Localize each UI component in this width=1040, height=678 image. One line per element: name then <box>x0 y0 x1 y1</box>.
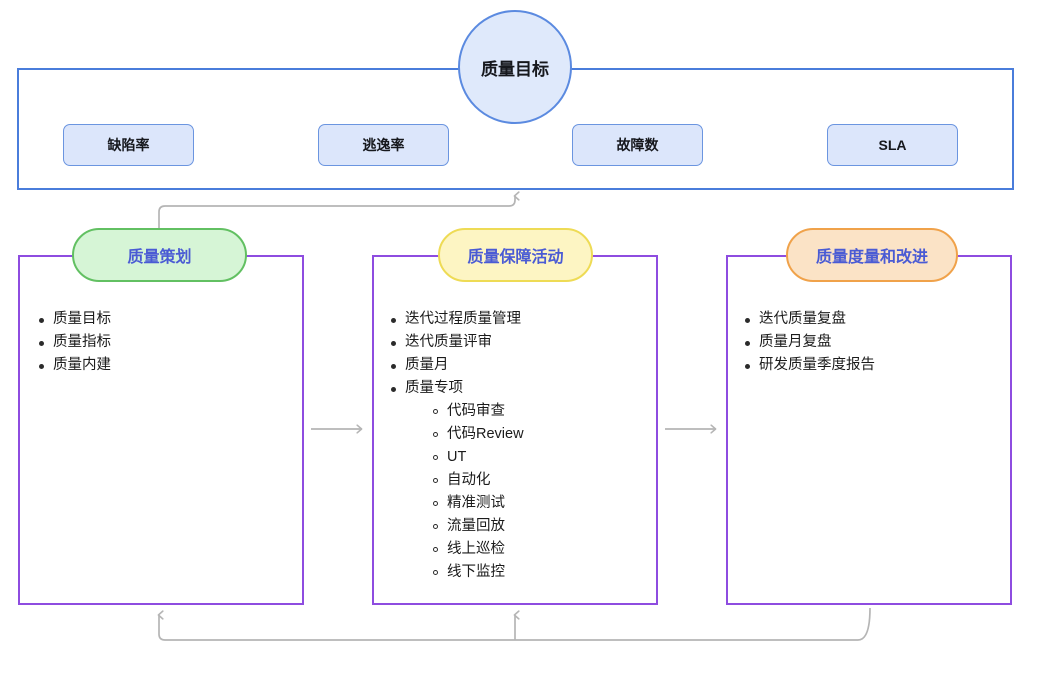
list-item[interactable]: 迭代质量评审 <box>385 331 524 354</box>
list-root: 质量目标质量指标质量内建 <box>33 308 111 377</box>
list-item[interactable]: 质量指标 <box>33 331 111 354</box>
list-item[interactable]: 质量目标 <box>33 308 111 331</box>
list-item[interactable]: 质量月 <box>385 354 524 377</box>
list-sub-item[interactable]: 线上巡检 <box>427 538 524 561</box>
list-item[interactable]: 迭代质量复盘 <box>739 308 875 331</box>
header-pill-quality-assurance[interactable]: 质量保障活动 <box>438 228 593 282</box>
list-sub-item[interactable]: UT <box>427 446 524 469</box>
list-quality-planning: 质量目标质量指标质量内建 <box>33 308 111 377</box>
metric-box-fault-count[interactable]: 故障数 <box>572 124 703 166</box>
list-sub-item[interactable]: 代码Review <box>427 423 524 446</box>
list-item[interactable]: 质量月复盘 <box>739 331 875 354</box>
list-sub-item[interactable]: 自动化 <box>427 469 524 492</box>
list-item[interactable]: 迭代过程质量管理 <box>385 308 524 331</box>
header-pill-quality-measurement[interactable]: 质量度量和改进 <box>786 228 958 282</box>
list-sub-item[interactable]: 精准测试 <box>427 492 524 515</box>
list-sub-item[interactable]: 流量回放 <box>427 515 524 538</box>
list-item[interactable]: 研发质量季度报告 <box>739 354 875 377</box>
metric-box-sla[interactable]: SLA <box>827 124 958 166</box>
metric-box-escape-rate[interactable]: 逃逸率 <box>318 124 449 166</box>
header-pill-quality-planning[interactable]: 质量策划 <box>72 228 247 282</box>
list-quality-measurement: 迭代质量复盘质量月复盘研发质量季度报告 <box>739 308 875 377</box>
connector-feedback-loop <box>157 607 871 641</box>
metric-box-defect-rate[interactable]: 缺陷率 <box>63 124 194 166</box>
list-sub-item[interactable]: 线下监控 <box>427 561 524 584</box>
quality-goal-circle[interactable]: 质量目标 <box>458 10 572 124</box>
list-item[interactable]: 质量内建 <box>33 354 111 377</box>
list-sub-item[interactable]: 代码审查 <box>427 400 524 423</box>
list-root: 迭代质量复盘质量月复盘研发质量季度报告 <box>739 308 875 377</box>
